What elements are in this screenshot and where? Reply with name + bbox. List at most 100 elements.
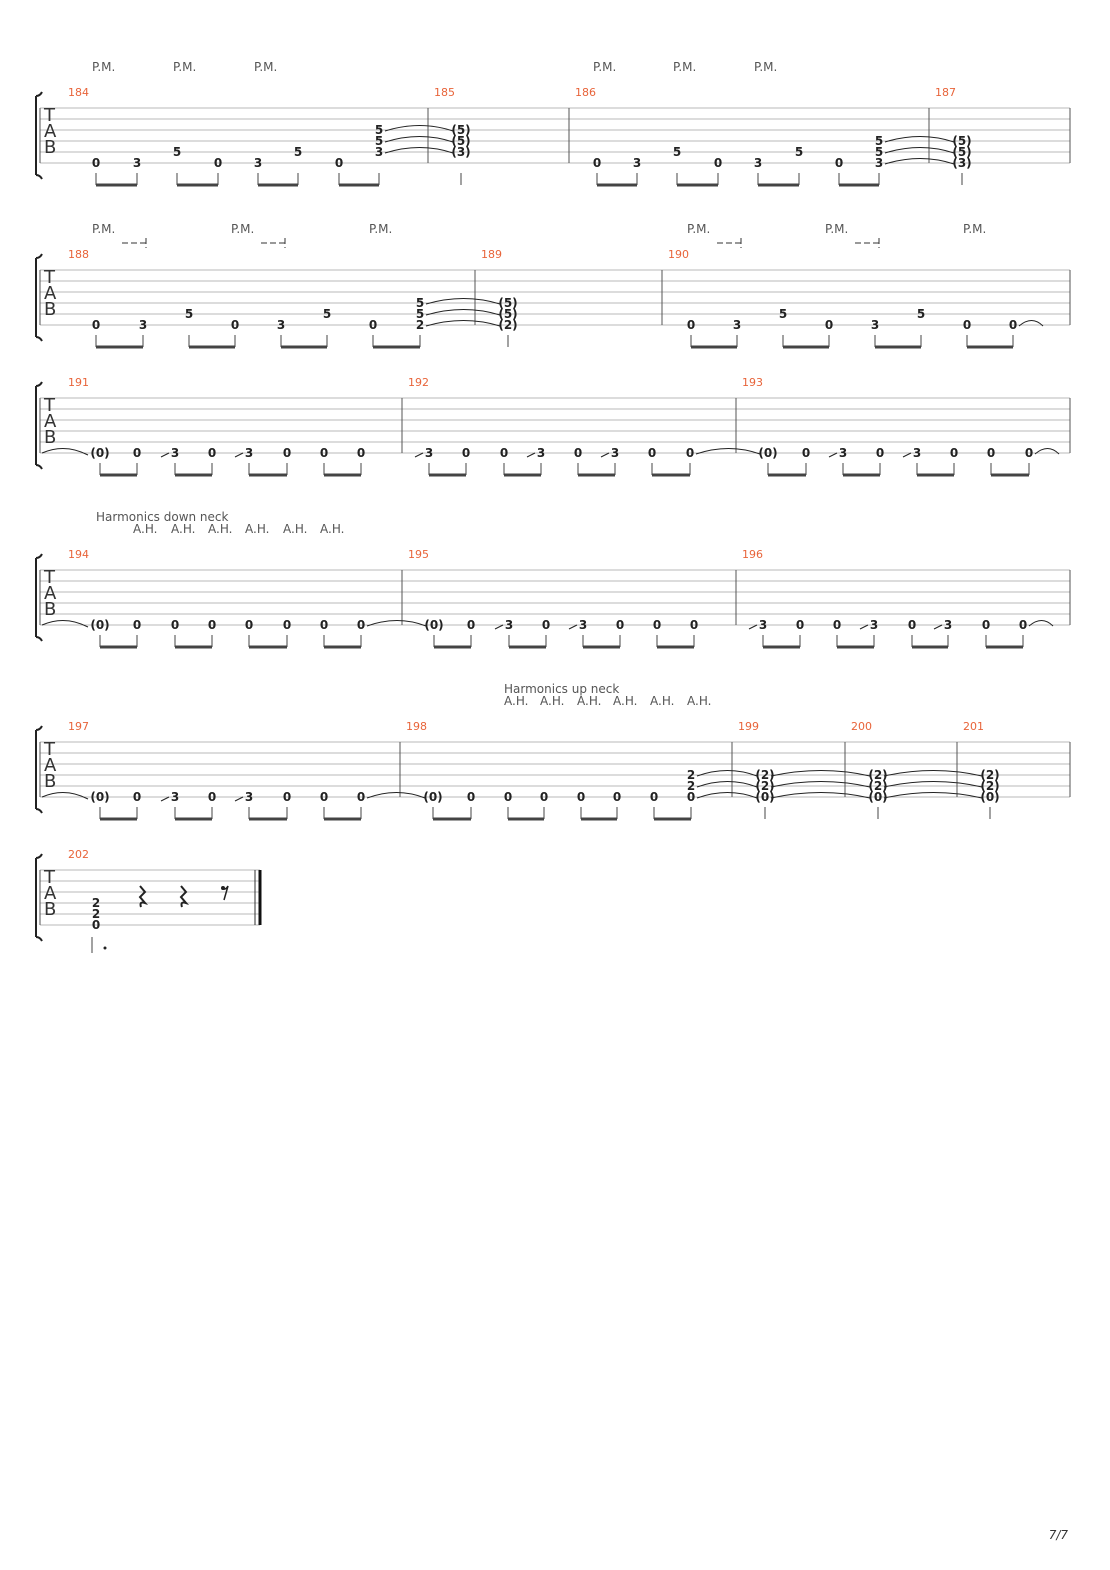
tab-clef-letter: B xyxy=(44,899,56,920)
fret-number: 0 xyxy=(686,446,694,460)
fret-number: (3) xyxy=(952,156,971,170)
fret-number: (0) xyxy=(980,790,999,804)
fret-number: 0 xyxy=(283,446,291,460)
tie-arc xyxy=(695,448,761,455)
tie-arc xyxy=(770,770,871,777)
fret-number: 0 xyxy=(593,156,601,170)
fret-number: (2) xyxy=(980,768,999,782)
slide-mark xyxy=(828,452,838,458)
slide-mark xyxy=(933,624,943,630)
fret-number: 0 xyxy=(92,318,100,332)
artificial-harmonic-label: A.H. xyxy=(245,522,269,536)
technique-label: Harmonics up neck xyxy=(504,682,619,696)
fret-number: 0 xyxy=(540,790,548,804)
slide-mark xyxy=(160,452,170,458)
fret-number: 0 xyxy=(467,618,475,632)
fret-number: (0) xyxy=(90,618,109,632)
fret-number: 3 xyxy=(245,446,253,460)
palm-mute-label: P.M. xyxy=(173,60,196,74)
fret-number: 5 xyxy=(294,145,302,159)
tie-arc xyxy=(366,792,426,799)
artificial-harmonic-label: A.H. xyxy=(577,694,601,708)
slide-mark xyxy=(748,624,758,630)
fret-number: 0 xyxy=(950,446,958,460)
page-number: 7/7 xyxy=(1048,1528,1068,1542)
fret-number: 3 xyxy=(254,156,262,170)
system-bracket xyxy=(35,91,43,180)
fret-number: 3 xyxy=(505,618,513,632)
fret-number: 0 xyxy=(714,156,722,170)
fret-number: 0 xyxy=(357,790,365,804)
tab-clef-letter: A xyxy=(44,883,57,904)
tab-clef-letter: T xyxy=(43,105,56,126)
tab-clef-letter: A xyxy=(44,121,57,142)
fret-number: 0 xyxy=(214,156,222,170)
artificial-harmonic-label: A.H. xyxy=(171,522,195,536)
tab-clef-letter: A xyxy=(44,583,57,604)
fret-number: 3 xyxy=(171,446,179,460)
fret-number: 0 xyxy=(687,790,695,804)
tie-arc xyxy=(384,125,454,132)
fret-number: 0 xyxy=(648,446,656,460)
fret-number: 0 xyxy=(876,446,884,460)
fret-number: 3 xyxy=(537,446,545,460)
fret-number: 3 xyxy=(611,446,619,460)
fret-number: 0 xyxy=(690,618,698,632)
fret-number: 0 xyxy=(335,156,343,170)
artificial-harmonic-label: A.H. xyxy=(320,522,344,536)
tie-arc xyxy=(1018,320,1044,327)
fret-number: 0 xyxy=(687,318,695,332)
fret-number: 3 xyxy=(733,318,741,332)
tie-arc xyxy=(884,147,955,154)
slide-mark xyxy=(234,796,244,802)
slide-mark xyxy=(494,624,504,630)
artificial-harmonic-label: A.H. xyxy=(133,522,157,536)
palm-mute-label: P.M. xyxy=(369,222,392,236)
fret-number: 0 xyxy=(245,618,253,632)
fret-number: 5 xyxy=(917,307,925,321)
fret-number: 5 xyxy=(779,307,787,321)
tab-clef-letter: B xyxy=(44,771,56,792)
fret-number: 3 xyxy=(754,156,762,170)
fret-number: (0) xyxy=(424,618,443,632)
fret-number: 0 xyxy=(231,318,239,332)
fret-number: 0 xyxy=(369,318,377,332)
artificial-harmonic-label: A.H. xyxy=(283,522,307,536)
fret-number: 0 xyxy=(320,790,328,804)
fret-number: 0 xyxy=(802,446,810,460)
fret-number: 5 xyxy=(185,307,193,321)
palm-mute-label: P.M. xyxy=(754,60,777,74)
fret-number: (5) xyxy=(451,123,470,137)
slide-mark xyxy=(859,624,869,630)
fret-number: 3 xyxy=(871,318,879,332)
fret-number: 0 xyxy=(1009,318,1017,332)
artificial-harmonic-label: A.H. xyxy=(208,522,232,536)
measure-number: 190 xyxy=(668,248,689,261)
tab-clef-letter: T xyxy=(43,395,56,416)
fret-number: 0 xyxy=(357,446,365,460)
fret-number: (2) xyxy=(980,779,999,793)
tie-arc xyxy=(696,792,758,799)
fret-number: (2) xyxy=(868,779,887,793)
measure-number: 184 xyxy=(68,86,89,99)
measure-number: 195 xyxy=(408,548,429,561)
measure-number: 192 xyxy=(408,376,429,389)
fret-number: 3 xyxy=(139,318,147,332)
palm-mute-extension xyxy=(122,238,147,248)
fret-number: 3 xyxy=(839,446,847,460)
quarter-rest xyxy=(138,885,149,908)
fret-number: 0 xyxy=(796,618,804,632)
measure-number: 193 xyxy=(742,376,763,389)
palm-mute-label: P.M. xyxy=(687,222,710,236)
tab-clef-letter: T xyxy=(43,867,56,888)
palm-mute-label: P.M. xyxy=(92,60,115,74)
fret-number: 3 xyxy=(875,156,883,170)
palm-mute-label: P.M. xyxy=(593,60,616,74)
artificial-harmonic-label: A.H. xyxy=(613,694,637,708)
fret-number: 0 xyxy=(500,446,508,460)
fret-number: 0 xyxy=(833,618,841,632)
quarter-rest xyxy=(179,885,190,908)
